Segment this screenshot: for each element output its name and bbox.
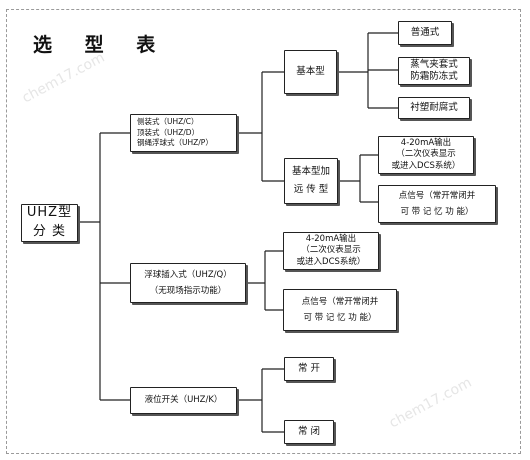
side-mounted-line-2: 顶装式（UHZ/D） bbox=[137, 127, 200, 137]
steam-jacket-box: 蒸气夹套式 防霜防冻式 bbox=[398, 57, 470, 85]
remote-signal-line-2: （二次仪表显示 bbox=[396, 149, 456, 160]
remote-point-line-2: 可 带 记 忆 功 能） bbox=[400, 207, 474, 217]
float-insertion-line-1: 浮球插入式（UHZ/Q） bbox=[144, 269, 232, 280]
page-frame bbox=[6, 9, 521, 454]
remote-signal-output-box: 4-20mA输出 （二次仪表显示 或进入DCS系统） bbox=[378, 136, 474, 174]
float-signal-line-2: （二次仪表显示 bbox=[301, 245, 361, 256]
side-mounted-line-1: 侧装式（UHZ/C） bbox=[137, 116, 199, 126]
remote-point-line-1: 点信号（常开常闭并 bbox=[398, 190, 476, 201]
float-insertion-box: 浮球插入式（UHZ/Q） （无现场指示功能） bbox=[130, 263, 246, 303]
plastic-lined-box: 衬塑耐腐式 bbox=[398, 97, 470, 119]
basic-plus-line-2: 远 传 型 bbox=[293, 184, 329, 195]
remote-point-signal-box: 点信号（常开常闭并 可 带 记 忆 功 能） bbox=[378, 185, 496, 223]
normally-open-label: 常 开 bbox=[297, 363, 321, 375]
side-mounted-box: 侧装式（UHZ/C） 顶装式（UHZ/D） 钢绳浮球式（UHZ/P） bbox=[130, 114, 237, 152]
remote-signal-line-1: 4-20mA输出 bbox=[400, 138, 452, 149]
root-line-1: UHZ型 bbox=[26, 205, 73, 221]
basic-type-box: 基本型 bbox=[284, 50, 337, 94]
basic-plus-remote-box: 基本型加 远 传 型 bbox=[284, 158, 338, 204]
float-point-line-1: 点信号（常开常闭并 bbox=[301, 296, 379, 307]
steam-jacket-line-1: 蒸气夹套式 bbox=[410, 59, 458, 71]
root-line-2: 分 类 bbox=[32, 224, 67, 239]
float-point-line-2: 可 带 记 忆 功 能） bbox=[303, 313, 377, 323]
float-signal-line-1: 4-20mA输出 bbox=[305, 234, 357, 245]
page-title: 选 型 表 bbox=[33, 34, 169, 56]
normal-type-label: 普通式 bbox=[410, 27, 440, 39]
float-insertion-line-2: （无现场指示功能） bbox=[149, 286, 227, 296]
float-point-signal-box: 点信号（常开常闭并 可 带 记 忆 功 能） bbox=[283, 289, 397, 331]
basic-plus-line-1: 基本型加 bbox=[291, 165, 330, 177]
basic-type-label: 基本型 bbox=[296, 66, 325, 78]
level-switch-box: 液位开关（UHZ/K） bbox=[130, 387, 237, 414]
float-signal-line-3: 或进入DCS系统） bbox=[296, 256, 366, 267]
normally-open-box: 常 开 bbox=[284, 357, 334, 381]
normal-type-box: 普通式 bbox=[398, 21, 452, 45]
remote-signal-line-3: 或进入DCS系统） bbox=[391, 160, 461, 171]
side-mounted-line-3: 钢绳浮球式（UHZ/P） bbox=[137, 138, 213, 148]
float-signal-output-box: 4-20mA输出 （二次仪表显示 或进入DCS系统） bbox=[283, 232, 379, 270]
normally-closed-label: 常 闭 bbox=[297, 426, 321, 438]
normally-closed-box: 常 闭 bbox=[284, 420, 334, 444]
level-switch-label: 液位开关（UHZ/K） bbox=[144, 395, 223, 406]
uhz-classification-box: UHZ型 分 类 bbox=[21, 204, 78, 242]
steam-jacket-line-2: 防霜防冻式 bbox=[410, 71, 458, 82]
plastic-lined-label: 衬塑耐腐式 bbox=[410, 102, 458, 114]
